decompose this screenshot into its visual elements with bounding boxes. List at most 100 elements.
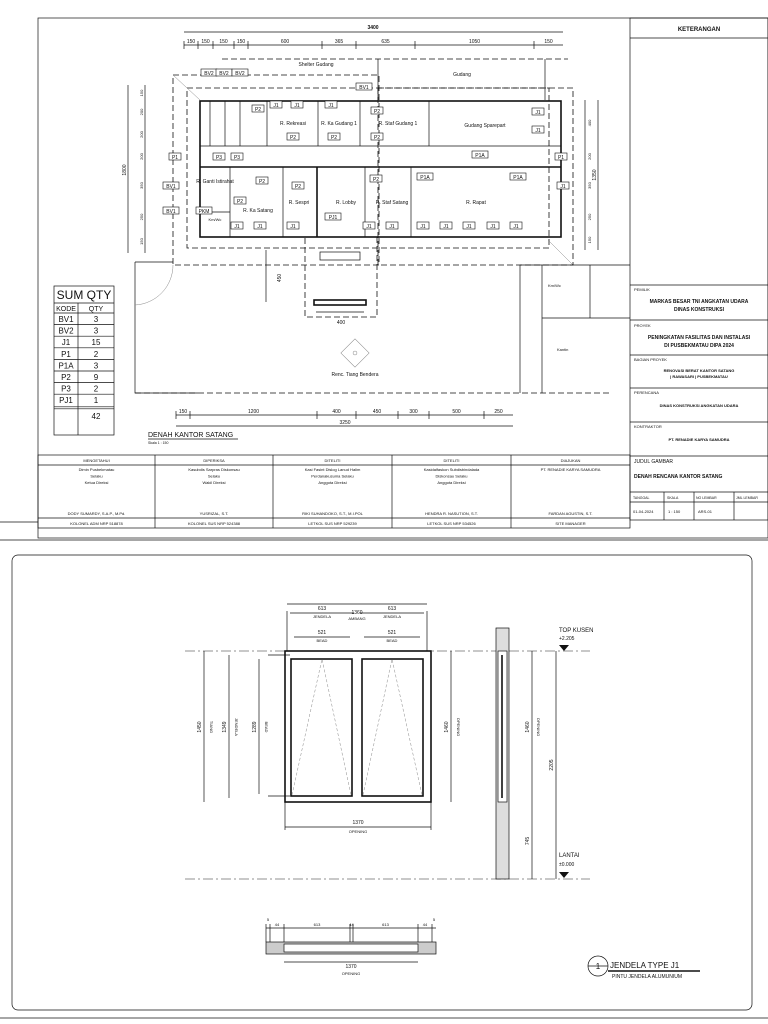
- kode-cell: P3: [61, 385, 71, 394]
- kode-cell: P1A: [58, 361, 74, 370]
- tag-bv2: BV2: [204, 71, 214, 77]
- top-kusen-value: +2.205: [559, 636, 575, 642]
- meta-header-no-lembar: NO LEMBAR: [696, 496, 717, 500]
- tag-bv1: BV1: [359, 85, 369, 91]
- room-kmwc: Km/Wc: [209, 217, 222, 222]
- tag-p2: P2: [237, 199, 243, 205]
- room-ka-satang: R. Ka Satang: [243, 208, 273, 214]
- qty-cell: 15: [92, 338, 101, 347]
- tag-bv2: BV2: [219, 71, 229, 77]
- tag-box-j1: [462, 221, 476, 230]
- approval-position: Selaku: [208, 474, 220, 479]
- jendela-value-right: 613: [388, 606, 397, 612]
- approval-role: DIAJUKAN: [561, 458, 581, 463]
- approval-role: DITELITI: [443, 458, 459, 463]
- approval-rank: KOLONEL ADM NRP 518878: [70, 521, 123, 526]
- dim-right-segment: 200: [587, 152, 592, 159]
- room-kantin: Kantin: [557, 347, 568, 352]
- perencana-label: PERENCANA: [634, 390, 659, 395]
- tag-j1: J1: [535, 110, 541, 116]
- tag-box-p2: [255, 176, 269, 185]
- tag-j1: J1: [294, 103, 300, 109]
- tag-p3: P3: [234, 155, 240, 161]
- approval-rank: LETKOL SUS NRP 534526: [427, 521, 476, 526]
- tag-pkm: PKM: [199, 209, 210, 215]
- sheet-2-window-detail: 1360 AMBANG 613 JENDELA 613 JENDELA 521 …: [0, 554, 768, 1019]
- tag-box-p2: [327, 132, 341, 141]
- dim-left-segment: 250: [139, 213, 144, 220]
- approval-rank: SITE MANAGER: [555, 521, 585, 526]
- approval-name: HENDRA R. NASUTION, S.T.: [425, 511, 478, 516]
- approval-name: RIKI SUHANDOKO, S.T., M.I.POL: [302, 511, 363, 516]
- tag-box-p2: [233, 196, 247, 205]
- room-rapat: R. Rapat: [466, 200, 486, 206]
- approval-name: YUSRIZAL, S.T.: [200, 511, 229, 516]
- room-staf-satang: R. Staf Satang: [376, 200, 409, 206]
- approval-role: MENGETAHUI: [83, 458, 109, 463]
- tiang-value: 1450: [197, 721, 203, 732]
- level-marker-top-icon: [559, 645, 569, 651]
- dim-bottom-segment: 1200: [248, 409, 259, 415]
- dim-bottom-segment: 500: [452, 409, 461, 415]
- tag-box-p1a: [509, 172, 527, 181]
- jendela-h-value: 1349: [222, 721, 228, 732]
- dim-bottom-total: 3250: [339, 420, 350, 426]
- room-lobby: R. Lobby: [336, 200, 357, 206]
- tag-p2: P2: [373, 177, 379, 183]
- tag-p2: P2: [259, 179, 265, 185]
- dim-top-segment: 150: [187, 39, 196, 45]
- meta-skala: 1 : 150: [668, 509, 681, 514]
- opening-w-value: 1370: [352, 820, 363, 826]
- tag-box-j1: [556, 181, 570, 190]
- bagian-label: BAGIAN PROYEK: [634, 357, 667, 362]
- room-kmwc-outside: Km/Wc: [548, 283, 561, 288]
- tag-bv1: BV1: [166, 184, 176, 190]
- plan-dim-segment: 613: [382, 922, 389, 927]
- jendela-label-left: JENDELA: [313, 614, 331, 619]
- tag-box-p2: [370, 106, 384, 115]
- tag-j1: J1: [328, 103, 334, 109]
- approval-rank: KOLONEL SUS NRP 524388: [188, 521, 241, 526]
- tag-box-j1: [253, 221, 267, 230]
- kode-cell: BV1: [58, 315, 74, 324]
- room-ganti-istirahat: R. Ganti Istirahat: [196, 179, 234, 185]
- room-shelter-gudang: Shelter Gudang: [298, 62, 333, 68]
- dim-bottom-segment: 150: [179, 409, 188, 415]
- approval-name: FARDAN AGUSTIN, S.T.: [548, 511, 592, 516]
- plan-opening-value: 1370: [345, 964, 356, 970]
- dim-bottom-segment: 450: [373, 409, 382, 415]
- top-kusen-label: TOP KUSEN: [559, 628, 593, 634]
- pemilik-line-2: DINAS KONSTRUKSI: [674, 307, 725, 313]
- tag-j1: J1: [366, 224, 372, 230]
- dim-left-segment: 200: [139, 108, 144, 115]
- tag-box-j1: [290, 100, 304, 109]
- tag-p2: P2: [374, 109, 380, 115]
- approval-position: Anggota Direksi: [318, 480, 346, 485]
- dim-left-segment: 200: [139, 130, 144, 137]
- tag-box-j1: [531, 107, 545, 116]
- opening-section-label: OPENING: [536, 718, 541, 736]
- plan-dim-segment: 44: [349, 922, 354, 927]
- opening-w-label: OPENING: [349, 829, 367, 834]
- room-gudang: Gudang: [453, 72, 471, 78]
- dim-left-segment: 150: [139, 89, 144, 96]
- dim-bottom-segment: 400: [332, 409, 341, 415]
- bead-h-label: BEAD: [264, 722, 269, 733]
- approval-position: Selaku: [90, 474, 102, 479]
- meta-tanggal: 01-04-2024: [633, 509, 654, 514]
- tag-box-p3: [212, 152, 226, 161]
- tag-box-j1: [486, 221, 500, 230]
- bagian-line-1: RENOVASI BERAT KANTOR SATANG: [664, 368, 735, 373]
- tag-bv1: BV1: [166, 209, 176, 215]
- tag-p2: P2: [255, 107, 261, 113]
- dim-right-segment: 400: [587, 119, 592, 126]
- approval-position: Kasi Fasint Dislog Lanud Halim: [305, 467, 361, 472]
- dim-top-segment: 1050: [469, 39, 480, 45]
- plan-opening-label: OPENING: [342, 971, 360, 976]
- sum-qty-border: [53, 285, 115, 436]
- kontraktor-label: KONTRAKTOR: [634, 424, 662, 429]
- tag-box-j1: [324, 100, 338, 109]
- tag-p2: P2: [290, 135, 296, 141]
- dim-top-segment: 365: [335, 39, 344, 45]
- tag-p3: P3: [216, 155, 222, 161]
